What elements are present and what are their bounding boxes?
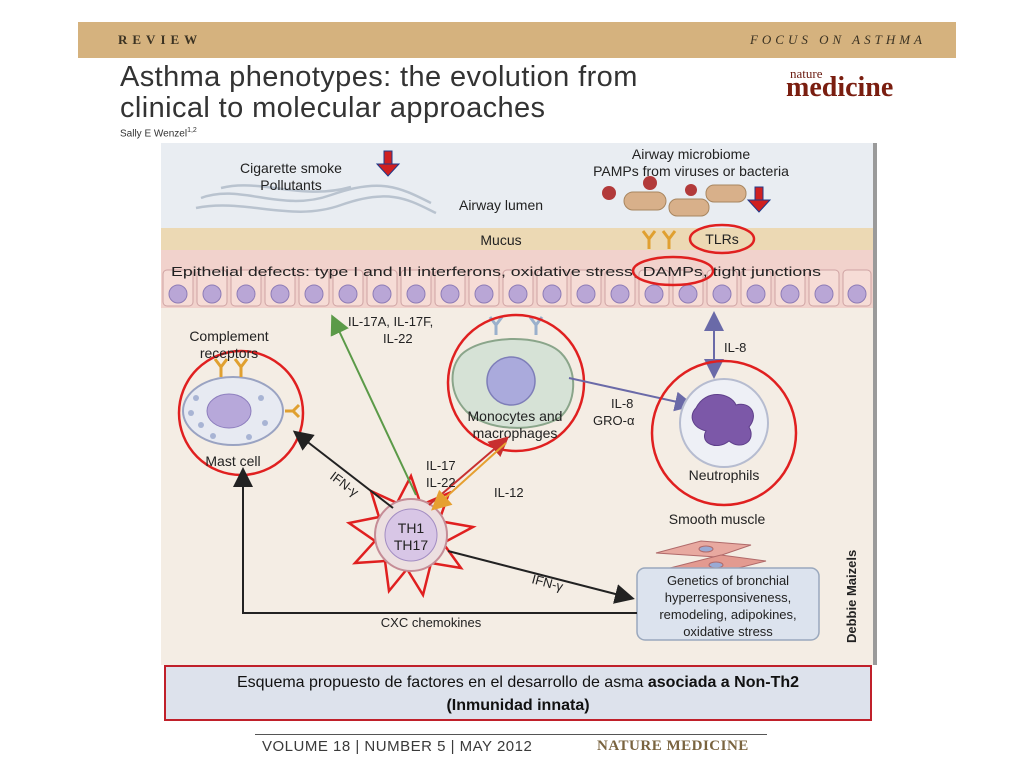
- label-il8-middle: IL-8: [611, 396, 633, 411]
- label-cxc-chemokines: CXC chemokines: [381, 615, 482, 630]
- label-il8-top: IL-8: [724, 340, 746, 355]
- label-smooth-muscle: Smooth muscle: [669, 511, 766, 527]
- figure-edge: [873, 143, 877, 665]
- article-title: Asthma phenotypes: the evolution from cl…: [120, 62, 770, 124]
- label-genetics-1: Genetics of bronchial: [667, 573, 789, 588]
- label-tlrs: TLRs: [705, 231, 738, 247]
- epithelial-cells: [162, 269, 872, 307]
- label-il22-upper: IL-22: [383, 331, 413, 346]
- arrow-ifn-to-mast-cell: [292, 430, 394, 509]
- arrow-ifn-to-genetics: [447, 550, 635, 604]
- label-gro-alpha: GRO-α: [593, 413, 635, 428]
- smoke-illustration: [195, 184, 437, 215]
- bacteria-illustration: [602, 176, 747, 217]
- label-th1: TH1: [398, 520, 425, 536]
- neutrophil-illustration: [679, 378, 769, 468]
- label-il12: IL-12: [494, 485, 524, 500]
- title-line-1: Asthma phenotypes: the evolution from: [120, 61, 638, 93]
- arrow-il17-to-epithelium: [330, 314, 417, 496]
- section-label: REVIEW: [118, 32, 203, 47]
- label-pollutants: Pollutants: [260, 177, 321, 193]
- label-airway-lumen: Airway lumen: [459, 197, 543, 213]
- label-il17-lower: IL-17: [426, 458, 456, 473]
- focus-label: FOCUS ON ASTHMA: [749, 32, 926, 47]
- caption-line-1: Esquema propuesto de factores en el desa…: [166, 674, 870, 692]
- down-arrow-left-icon: [375, 150, 401, 177]
- label-airway-microbiome: Airway microbiome: [632, 146, 750, 162]
- footer-journal: NATURE MEDICINE: [597, 738, 749, 754]
- highlight-macrophage: [446, 313, 586, 453]
- label-complement: Complement: [189, 328, 268, 344]
- author-name: Sally E Wenzel: [120, 128, 188, 140]
- mast-cell-illustration: [182, 358, 301, 446]
- label-epithelial-defects: Epithelial defects: type I and III inter…: [171, 264, 822, 279]
- caption-box: Esquema propuesto de factores en el desa…: [164, 665, 872, 721]
- caption-line-2: (Inmunidad innata): [446, 697, 590, 714]
- label-genetics-4: oxidative stress: [683, 624, 773, 639]
- footer-issue: VOLUME 18 | NUMBER 5 | MAY 2012: [262, 738, 533, 755]
- title-line-2: clinical to molecular approaches: [120, 92, 546, 124]
- mucus-layer: [161, 228, 873, 250]
- label-il22-lower: IL-22: [426, 475, 456, 490]
- down-arrow-right-icon: [746, 186, 772, 213]
- caption-text: Esquema propuesto de factores en el desa…: [236, 674, 648, 691]
- label-genetics-2: hyperresponsiveness,: [665, 590, 791, 605]
- airway-lumen-area: [161, 143, 873, 228]
- label-macrophages: macrophages: [473, 425, 558, 441]
- arrow-macrophage-neutrophils: [568, 377, 695, 412]
- highlight-damps: [631, 255, 715, 287]
- highlight-tlrs: [688, 223, 756, 255]
- genetics-box: [636, 567, 820, 641]
- label-genetics-3: remodeling, adipokines,: [659, 607, 796, 622]
- th-cell-illustration: [345, 472, 477, 599]
- journal-logo-small: nature: [790, 66, 823, 81]
- footer-rule: [255, 734, 767, 735]
- label-th17: TH17: [394, 537, 428, 553]
- label-pamps: PAMPs from viruses or bacteria: [593, 163, 789, 179]
- label-cigarette-smoke: Cigarette smoke: [240, 160, 342, 176]
- asthma-diagram: Cigarette smoke Pollutants Airway microb…: [161, 143, 877, 665]
- author-line: Sally E Wenzel1,2: [120, 127, 197, 139]
- author-affiliation: 1,2: [187, 127, 197, 134]
- label-mast-cell: Mast cell: [205, 453, 260, 469]
- label-monocytes: Monocytes and: [468, 408, 563, 424]
- header-banner: REVIEW FOCUS ON ASTHMA: [78, 22, 956, 58]
- arrow-il12-to-th-cell: [431, 442, 507, 511]
- label-receptors: receptors: [200, 345, 258, 361]
- label-neutrophils: Neutrophils: [689, 467, 760, 483]
- illustrator-credit: Debbie Maizels: [844, 550, 859, 643]
- caption-bold: asociada a Non-Th2: [647, 674, 800, 691]
- macrophage-illustration: [451, 316, 575, 429]
- label-mucus: Mucus: [480, 232, 521, 248]
- journal-logo: medicine: [786, 72, 894, 103]
- label-il17a-il17f: IL-17A, IL-17F,: [348, 314, 433, 329]
- arrow-cxc-chemokines: [233, 467, 637, 614]
- highlight-neutrophils: [650, 359, 798, 507]
- tlr-receptors: [641, 230, 677, 249]
